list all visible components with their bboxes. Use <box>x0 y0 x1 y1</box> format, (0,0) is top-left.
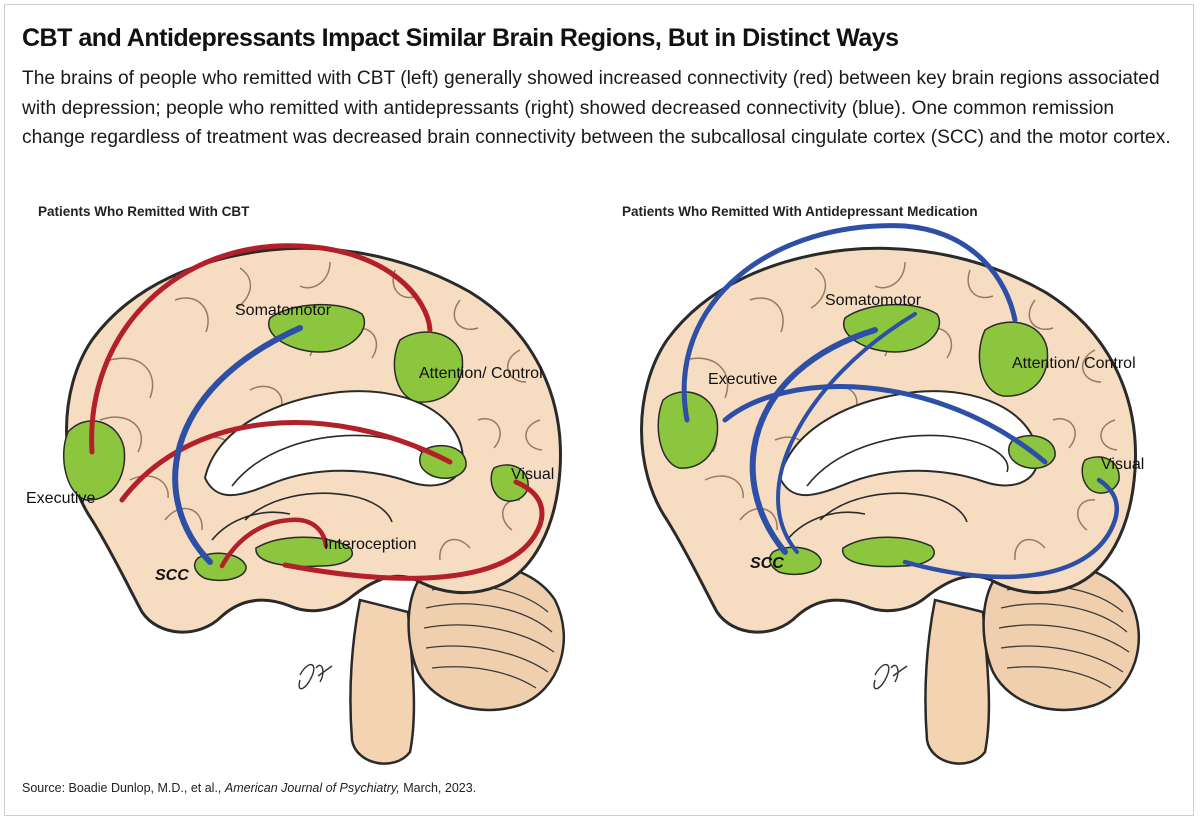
right-attention-region <box>978 321 1049 397</box>
left-attention-region <box>393 331 464 403</box>
source-citation: Source: Boadie Dunlop, M.D., et al., Ame… <box>22 781 476 795</box>
left-executive-posterior-connection <box>119 420 453 503</box>
left-brain: Somatomotor Attention/ Control Executive… <box>26 243 566 766</box>
left-interoception-label: Interoception <box>324 536 417 553</box>
left-executive-region <box>62 420 126 501</box>
right-visual-label: Visual <box>1101 456 1144 473</box>
right-panel-title: Patients Who Remitted With Antidepressan… <box>622 204 978 219</box>
right-attention-label: Attention/ Control <box>1012 355 1136 372</box>
right-executive-region <box>657 391 719 469</box>
left-scc-somatomotor-connection <box>172 325 303 565</box>
left-attention-label: Attention/ Control <box>419 365 543 382</box>
left-interoception-region <box>255 536 354 568</box>
left-visual-region <box>490 464 529 502</box>
source-suffix: March, 2023. <box>399 781 477 795</box>
left-somatomotor-region <box>267 303 365 353</box>
right-interoception-visual-connection <box>902 477 1119 580</box>
left-scc-interoception-connection <box>219 517 329 569</box>
left-executive-label: Executive <box>26 490 95 507</box>
left-interoception-visual-connection <box>282 479 545 581</box>
right-executive-posterior-connection <box>722 384 1048 465</box>
left-visual-label: Visual <box>511 466 554 483</box>
right-scc-somatomotor-connection <box>749 327 878 555</box>
source-prefix: Source: Boadie Dunlop, M.D., et al., <box>22 781 225 795</box>
left-somatomotor-label: Somatomotor <box>235 302 332 319</box>
left-executive-attention-connection <box>89 243 433 455</box>
right-somatomotor-label: Somatomotor <box>825 292 922 309</box>
right-scc-somatomotor-connection-2 <box>776 312 917 554</box>
right-brain: Somatomotor Attention/ Control Executive… <box>640 223 1144 766</box>
right-scc-label: SCC <box>750 555 784 572</box>
right-executive-label: Executive <box>708 371 777 388</box>
figure-title: CBT and Antidepressants Impact Similar B… <box>22 24 899 52</box>
left-scc-label: SCC <box>155 567 189 584</box>
right-scc-region <box>768 546 822 576</box>
figure-frame <box>4 4 1194 816</box>
figure-caption: The brains of people who remitted with C… <box>22 68 1171 148</box>
left-panel-title: Patients Who Remitted With CBT <box>38 204 250 219</box>
right-executive-attention-connection <box>681 223 1018 423</box>
right-visual-region <box>1081 456 1120 494</box>
right-interoception-region <box>842 536 935 568</box>
source-journal: American Journal of Psychiatry, <box>224 781 400 795</box>
